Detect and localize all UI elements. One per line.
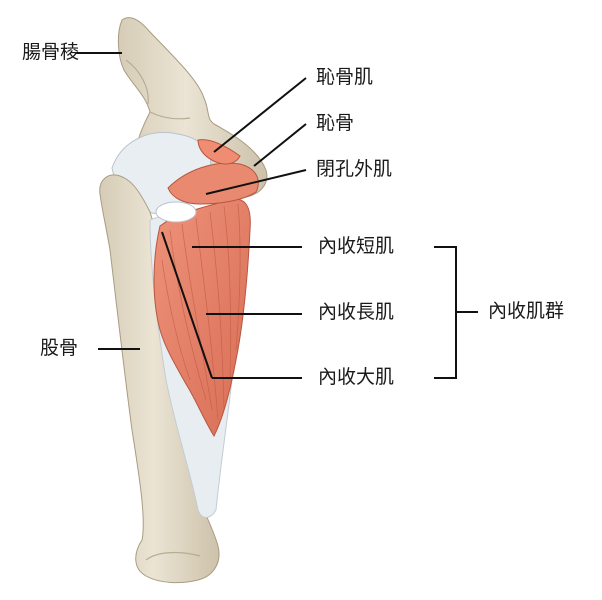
leader-lines bbox=[76, 52, 478, 379]
obturator-foramen bbox=[155, 201, 197, 223]
label-adductor-group: 內收肌群 bbox=[488, 300, 565, 322]
femur-bone bbox=[99, 174, 220, 584]
label-pubis: 恥骨 bbox=[316, 112, 355, 134]
label-iliac-crest: 腸骨稜 bbox=[22, 41, 80, 63]
leader-pectineus bbox=[213, 77, 307, 153]
pelvis-inner-contour bbox=[125, 59, 191, 120]
adductor-group-bracket bbox=[434, 246, 457, 379]
label-adductor-magnus: 內收大肌 bbox=[318, 366, 395, 388]
label-adductor-longus: 內收長肌 bbox=[318, 301, 395, 323]
obturator-externus-muscle bbox=[167, 162, 259, 205]
leader-obturator-externus bbox=[205, 169, 307, 195]
leader-pubis bbox=[253, 123, 307, 167]
leader-adductor-magnus-diag bbox=[161, 231, 213, 379]
label-adductor-brevis: 內收短肌 bbox=[318, 235, 395, 257]
label-femur: 股骨 bbox=[40, 337, 79, 359]
label-pectineus: 恥骨肌 bbox=[316, 66, 374, 88]
label-obturator-externus: 閉孔外肌 bbox=[316, 158, 393, 180]
pectineus-muscle bbox=[197, 139, 241, 165]
femur-condyle bbox=[145, 551, 201, 561]
muscle-fibers bbox=[161, 203, 241, 421]
